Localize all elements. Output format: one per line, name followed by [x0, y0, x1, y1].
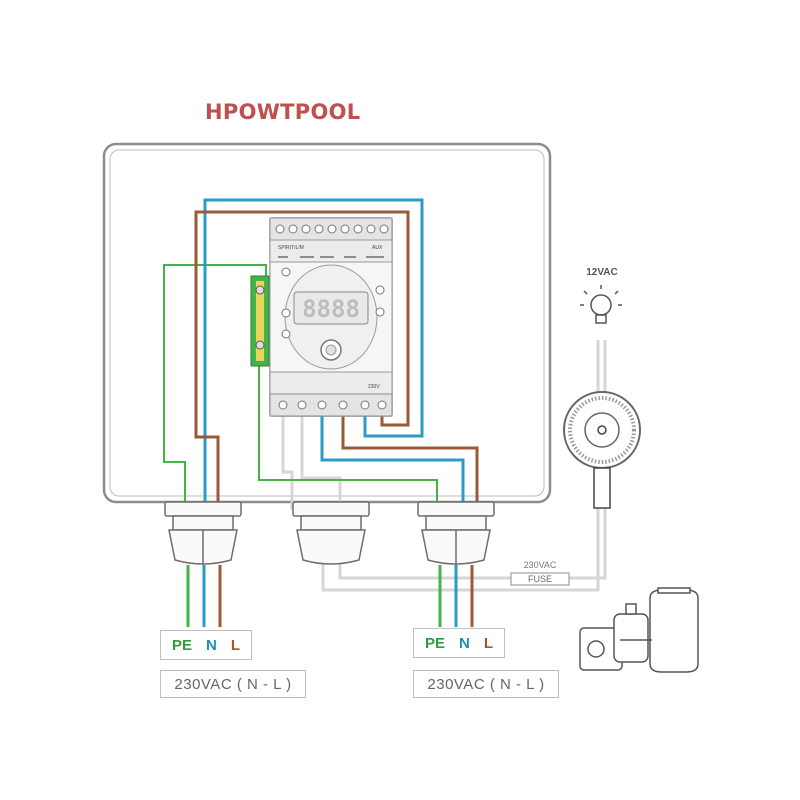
input-left-voltage-label: 230VAC ( N - L ) [160, 670, 306, 698]
fuse-box [510, 572, 570, 586]
bottom-terminals [278, 400, 387, 410]
l-label: L [483, 634, 494, 652]
din-rail [250, 275, 270, 367]
input-left-phase-label: PE N L [160, 630, 252, 660]
controller-display: 8888 [302, 295, 360, 323]
pe-wires [163, 264, 438, 505]
n-label: N [459, 634, 470, 652]
pool-pump-filter-icon [579, 587, 699, 673]
controller-aux-label: AUX [372, 245, 383, 251]
fuse-voltage-label: 230VAC [524, 560, 557, 570]
cable-gland-middle [292, 501, 370, 565]
input-right-voltage-label: 230VAC ( N - L ) [413, 670, 559, 698]
controller-module: SPIRIT/L/M AUX 8888 230V [269, 217, 393, 417]
brand-title: HPOWTPOOL [205, 100, 361, 124]
cable-gland-left [164, 501, 242, 565]
pe-label: PE [171, 636, 192, 654]
controller-230v-label: 230V [368, 384, 380, 390]
input-cable-left [186, 565, 222, 627]
light-bulb-icon [580, 285, 622, 324]
controller-pump-label: SPIRIT/L/M [278, 245, 304, 251]
top-terminals [275, 224, 389, 234]
l-wires [194, 210, 479, 505]
fuse-label: FUSE [528, 574, 552, 584]
l-label: L [230, 636, 241, 654]
toroidal-transformer-icon [563, 391, 641, 509]
input-right-phase-label: PE N L [413, 628, 505, 658]
lamp-voltage-label: 12VAC [586, 267, 618, 278]
pe-label: PE [424, 634, 445, 652]
enclosure-inner [109, 149, 545, 497]
n-wires [203, 198, 465, 505]
cable-gland-right [417, 501, 495, 565]
n-label: N [206, 636, 217, 654]
input-cable-right [438, 565, 474, 627]
